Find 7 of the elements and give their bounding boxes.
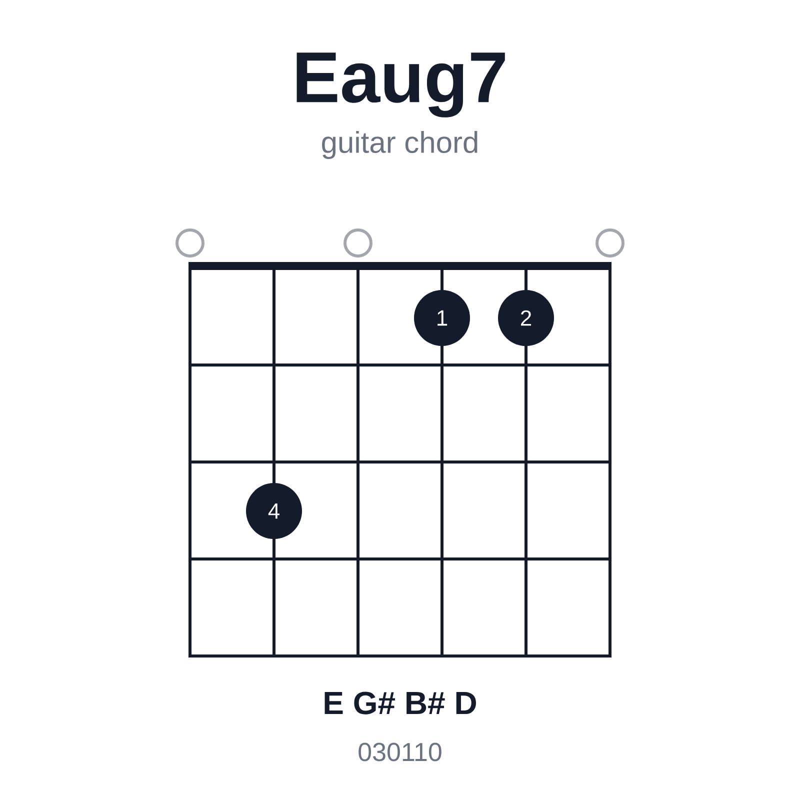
chord-notes: E G# B# D [324, 692, 476, 714]
subtitle: guitar chord [322, 131, 478, 159]
open-string-circle [176, 228, 204, 258]
chord-title: Eaug7 [296, 52, 505, 118]
fret-numbers: 030110 [358, 742, 442, 762]
open-string-circle [344, 228, 372, 258]
open-string-circle [596, 228, 624, 258]
